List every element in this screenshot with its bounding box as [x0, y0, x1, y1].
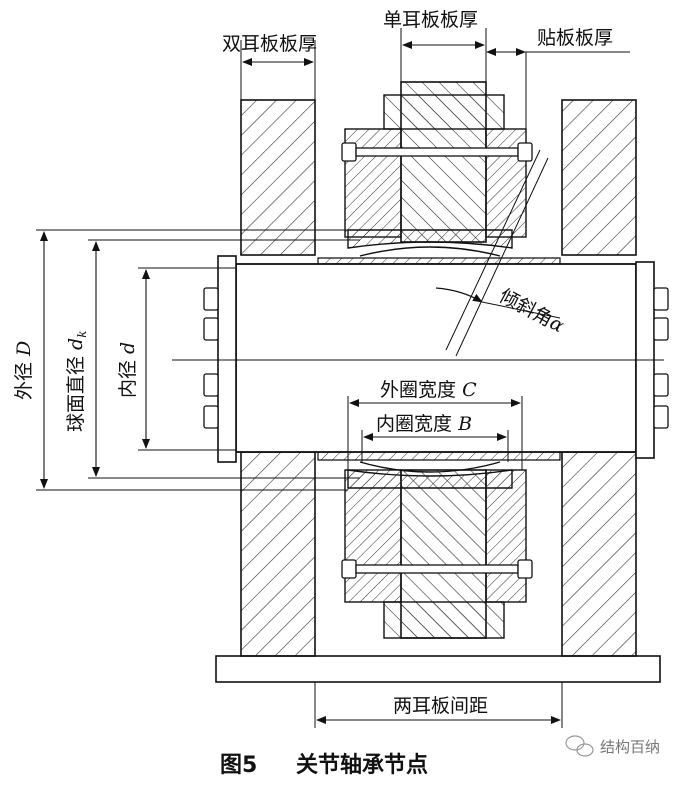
patch-bolt-bottom	[341, 559, 533, 579]
svg-text:内径 d: 内径 d	[117, 342, 139, 398]
patch-bolt-top	[341, 142, 533, 162]
label-double-ear-thickness: 双耳板板厚	[222, 33, 317, 55]
right-ear-plate-bottom	[561, 451, 637, 657]
left-ear-plate-bottom	[240, 451, 316, 657]
label-outer-diameter: 外径 D	[13, 341, 35, 400]
end-bolts-right	[653, 287, 669, 429]
label-inner-ring-width: 内圈宽度 B	[376, 413, 472, 435]
label-ear-plate-spacing: 两耳板间距	[393, 695, 488, 717]
tilt-axis-line-1	[445, 149, 541, 351]
wechat-bubble-icon	[565, 735, 594, 757]
end-bolts-left	[203, 287, 219, 429]
patch-plate-bottom-right	[485, 469, 527, 603]
right-ear-plate-top	[561, 99, 637, 256]
bearing-outer-ring-top	[347, 229, 513, 249]
label-sphere-diameter: 球面直径 dk	[65, 330, 89, 432]
single-ear-shoulder-bottom	[383, 601, 505, 639]
bearing-sphere-top	[359, 246, 501, 257]
left-ear-plate-top	[240, 99, 316, 256]
inner-diameter-text: 内径	[117, 360, 139, 398]
outer-diameter-symbol: D	[13, 341, 35, 357]
inner-ring-width-symbol: B	[457, 413, 472, 435]
watermark-text: 结构百纳	[600, 738, 660, 756]
inner-ring-width-text: 内圈宽度	[376, 413, 452, 435]
tilt-axis-line-2	[455, 157, 549, 357]
outer-ring-width-symbol: C	[462, 379, 477, 401]
bearing-outer-ring-bottom	[347, 469, 513, 489]
label-single-ear-thickness: 单耳板板厚	[383, 9, 478, 31]
label-patch-plate-thickness: 贴板板厚	[537, 27, 613, 49]
sphere-diameter-text: 球面直径	[65, 356, 87, 432]
bearing-sphere-bottom	[359, 461, 501, 473]
figure-number: 图5	[220, 753, 257, 778]
svg-text:球面直径 dk: 球面直径 dk	[65, 330, 89, 432]
label-outer-ring-width: 外圈宽度 C	[380, 379, 477, 401]
single-ear-shoulder-top	[383, 94, 505, 130]
figure-title: 关节轴承节点	[296, 752, 428, 778]
base-plate	[215, 655, 661, 683]
tilt-angle-arc	[435, 287, 483, 303]
outer-diameter-text: 外径	[13, 362, 35, 400]
dim-arrows	[486, 48, 526, 56]
pin-shaft	[235, 263, 637, 453]
outer-ring-width-text: 外圈宽度	[380, 379, 456, 401]
svg-text:外径 D: 外径 D	[13, 341, 35, 400]
tilt-leader	[481, 301, 561, 319]
patch-plate-bottom-left	[344, 469, 402, 603]
inner-diameter-symbol: d	[117, 342, 139, 354]
bearing-inner-ring-bottom	[317, 451, 561, 461]
sphere-diameter-symbol: d	[65, 338, 87, 350]
pin-end-plate-left	[217, 255, 237, 463]
label-inner-diameter: 内径 d	[117, 342, 139, 398]
sphere-diameter-subscript: k	[75, 330, 89, 337]
